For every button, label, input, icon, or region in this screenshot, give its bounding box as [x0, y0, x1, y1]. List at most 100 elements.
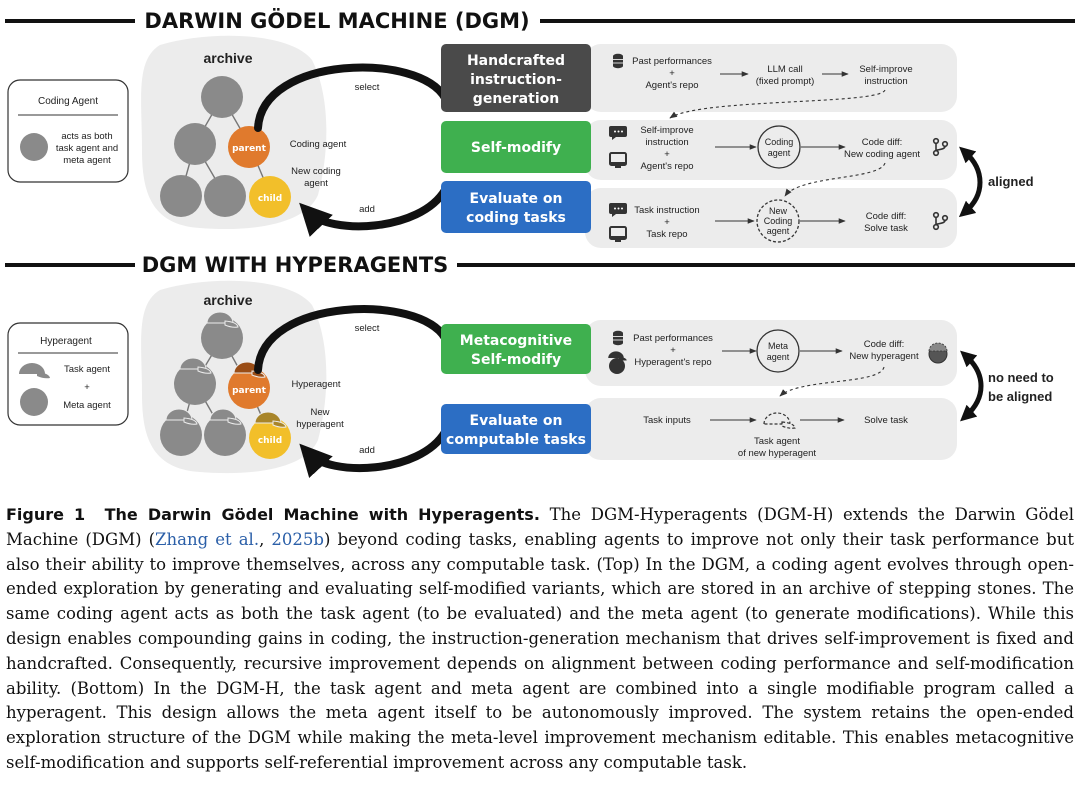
figure-title: The Darwin Gödel Machine with Hyperagent…: [104, 505, 540, 524]
top-select-arc: [254, 63, 449, 132]
tChild-line: child: [258, 194, 282, 204]
top-archive-label: archive: [203, 50, 252, 66]
bR2In-line: Task inputs: [643, 415, 691, 426]
top-new-coding-agent-circle: [756, 199, 800, 243]
figure-caption: Figure 1 The Darwin Gödel Machine with H…: [6, 503, 1074, 776]
tR2In-line: Self-improve: [640, 125, 693, 136]
top-row1-input: Past performances+Agent's repo: [632, 56, 712, 91]
bNewHyper-line: hyperagent: [296, 419, 344, 430]
caption-text: ) beyond coding tasks, enabling agents t…: [6, 529, 1074, 772]
top-coding-agent-label: Coding agent: [290, 139, 347, 150]
tR3Agent-line: Coding: [764, 216, 793, 226]
bottom-parent-label: parent: [232, 386, 266, 396]
tR1Llm-line: LLM call: [767, 64, 802, 75]
tParent-line: parent: [232, 144, 266, 154]
top-leaf-node: [204, 175, 246, 217]
tAligned-line: aligned: [988, 174, 1034, 189]
bNewHyper-line: New: [310, 407, 329, 418]
tR1In-line: +: [669, 68, 675, 79]
bParent-line: parent: [232, 386, 266, 396]
aligned-arrow: [958, 146, 983, 218]
citation-year-link[interactable]: 2025b: [271, 529, 324, 549]
top-parent-label: parent: [232, 144, 266, 154]
tR3In-line: Task instruction: [634, 205, 699, 216]
bNotAligned-line: be aligned: [988, 389, 1052, 404]
bR1Agent-line: Meta: [768, 341, 788, 351]
tAdd-line: add: [359, 204, 375, 215]
bottom-row2-output: Solve task: [864, 415, 908, 426]
tR2Agent-line: Coding: [765, 137, 794, 147]
caption-text: The DGM-Hyperagents (DGM-H) extends the …: [6, 505, 1075, 549]
tNewCodingAgent-line: New coding: [291, 166, 341, 177]
bLegendText-line: Task agent: [64, 364, 110, 375]
bottom-stage2-label: Evaluate on computable tasks: [446, 413, 586, 448]
top-child-label: child: [258, 194, 282, 204]
metacognitive-self-modify-stage: [441, 324, 591, 374]
tR3Agent-line: New: [769, 206, 788, 216]
citation-separator: ,: [259, 529, 272, 549]
hyperagent-icon: [608, 351, 627, 374]
top-row3-output: Code diff:Solve task: [864, 211, 908, 234]
citation-link[interactable]: Zhang et al.: [155, 529, 260, 549]
tR3Out-line: Code diff:: [866, 211, 907, 222]
bR2Agent-line: Task agent: [754, 436, 800, 447]
bLegendTitle-line: Hyperagent: [40, 336, 92, 347]
tStage2-line: Self-modify: [471, 140, 561, 156]
tR3In-line: Task repo: [646, 229, 687, 240]
bLegendText-line: +: [84, 382, 90, 393]
tStage1-line: instruction-: [470, 72, 562, 88]
bottom-child-label: child: [258, 436, 282, 446]
database-icon: [612, 53, 624, 69]
bottom-row2-panel: [585, 398, 957, 460]
bR2Out-line: Solve task: [864, 415, 908, 426]
bAdd-line: add: [359, 445, 375, 456]
tCodingAgent-line: Coding agent: [290, 139, 347, 150]
bStage2-line: computable tasks: [446, 432, 586, 448]
task-agent-cap-icon: [763, 412, 796, 429]
tLegendText-line: meta agent: [63, 155, 111, 166]
tR1Out-line: instruction: [864, 76, 907, 87]
tSelect-line: select: [355, 82, 380, 93]
bHyper-line: Hyperagent: [291, 379, 340, 390]
bottom-add-label: add: [359, 445, 375, 456]
bTitle-line: DGM WITH HYPERAGENTS: [142, 253, 449, 277]
bR2Agent-line: of new hyperagent: [738, 448, 817, 459]
bottom-select-arc: [254, 305, 449, 374]
tLegendText-line: task agent and: [56, 143, 118, 154]
evaluate-coding-stage: [441, 181, 591, 233]
bR1In-line: +: [670, 345, 676, 356]
svg-text:Hyperagent: Hyperagent: [40, 336, 92, 347]
top-child-node: [249, 176, 291, 218]
topTitle-line: DARWIN GÖDEL MACHINE (DGM): [144, 8, 529, 33]
bSelect-line: select: [355, 323, 380, 334]
top-row3-input: Task instruction+Task repo: [634, 205, 699, 240]
evaluate-computable-stage: [441, 404, 591, 454]
bR1Out-line: Code diff:: [864, 339, 905, 350]
tR3In-line: +: [664, 217, 670, 228]
self-modify-stage: [441, 121, 591, 173]
tR1In-line: Agent's repo: [645, 80, 698, 91]
bottom-select-label: select: [355, 323, 380, 334]
top-select-label: select: [355, 82, 380, 93]
svg-text:Coding Agent: Coding Agent: [38, 96, 98, 107]
tR2In-line: +: [664, 149, 670, 160]
tR2In-line: Agent's repo: [640, 161, 693, 172]
bR1Agent-line: agent: [767, 352, 790, 362]
bStage1-line: Self-modify: [471, 352, 561, 368]
handcrafted-instruction-generation-stage: [441, 44, 591, 112]
top-coding-agent-circle: [757, 125, 801, 169]
top-row1-panel: [585, 44, 957, 112]
tStage3-line: coding tasks: [466, 210, 566, 226]
top-parent-node: [228, 126, 270, 168]
bStage2-line: Evaluate on: [470, 413, 563, 429]
top-add-arrow: [299, 187, 449, 237]
